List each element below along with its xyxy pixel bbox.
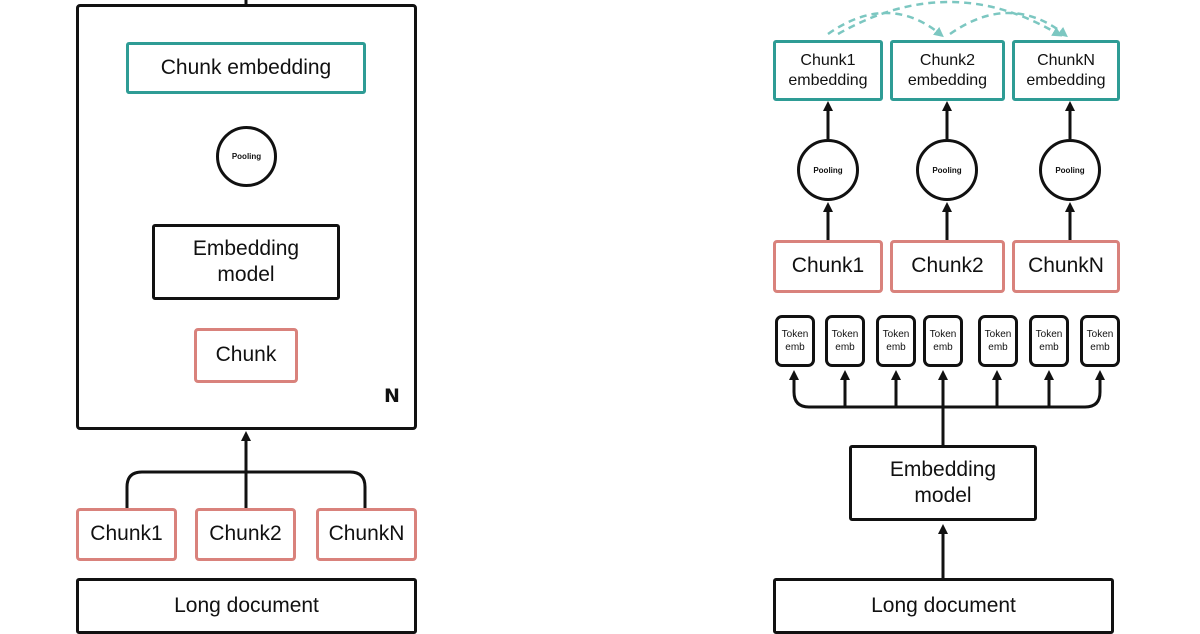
dashed-arc-2-3 (949, 11, 1068, 38)
left-pooling-circle: Pooling (216, 126, 277, 187)
left-embedding-model: Embedding model (152, 224, 340, 300)
right-chunk1: Chunk1 (773, 240, 883, 293)
token-emb-3: Token emb (876, 315, 916, 367)
right-long-document: Long document (773, 578, 1114, 634)
dashed-arc-1-2 (827, 11, 944, 38)
token-emb-6: Token emb (1029, 315, 1069, 367)
merge-chunkN (246, 470, 367, 508)
right-embedding-model: Embedding model (849, 445, 1037, 521)
token-emb-5: Token emb (978, 315, 1018, 367)
right-pooling-circle-N: Pooling (1039, 139, 1101, 201)
tree-branch-right (943, 391, 1102, 409)
tree-branch-left (792, 391, 943, 409)
right-chunkN-embedding: ChunkN embedding (1012, 40, 1120, 101)
right-chunk1-embedding: Chunk1 embedding (773, 40, 883, 101)
right-chunkN: ChunkN (1012, 240, 1120, 293)
left-long-document: Long document (76, 578, 417, 634)
left-chunk2: Chunk2 (195, 508, 296, 561)
left-chunk: Chunk (194, 328, 298, 383)
right-chunk2-embedding: Chunk2 embedding (890, 40, 1005, 101)
right-pooling-circle-2: Pooling (916, 139, 978, 201)
token-emb-4: Token emb (923, 315, 963, 367)
left-chunk-embedding: Chunk embedding (126, 42, 366, 94)
token-emb-2: Token emb (825, 315, 865, 367)
left-chunk1: Chunk1 (76, 508, 177, 561)
right-pooling-circle-1: Pooling (797, 139, 859, 201)
token-emb-1: Token emb (775, 315, 815, 367)
dashed-arc-1-3 (837, 0, 1063, 37)
left-chunkN: ChunkN (316, 508, 417, 561)
frame-repeat-label: N (384, 385, 400, 407)
merge-chunk1 (125, 470, 246, 508)
right-chunk2: Chunk2 (890, 240, 1005, 293)
token-emb-7: Token emb (1080, 315, 1120, 367)
